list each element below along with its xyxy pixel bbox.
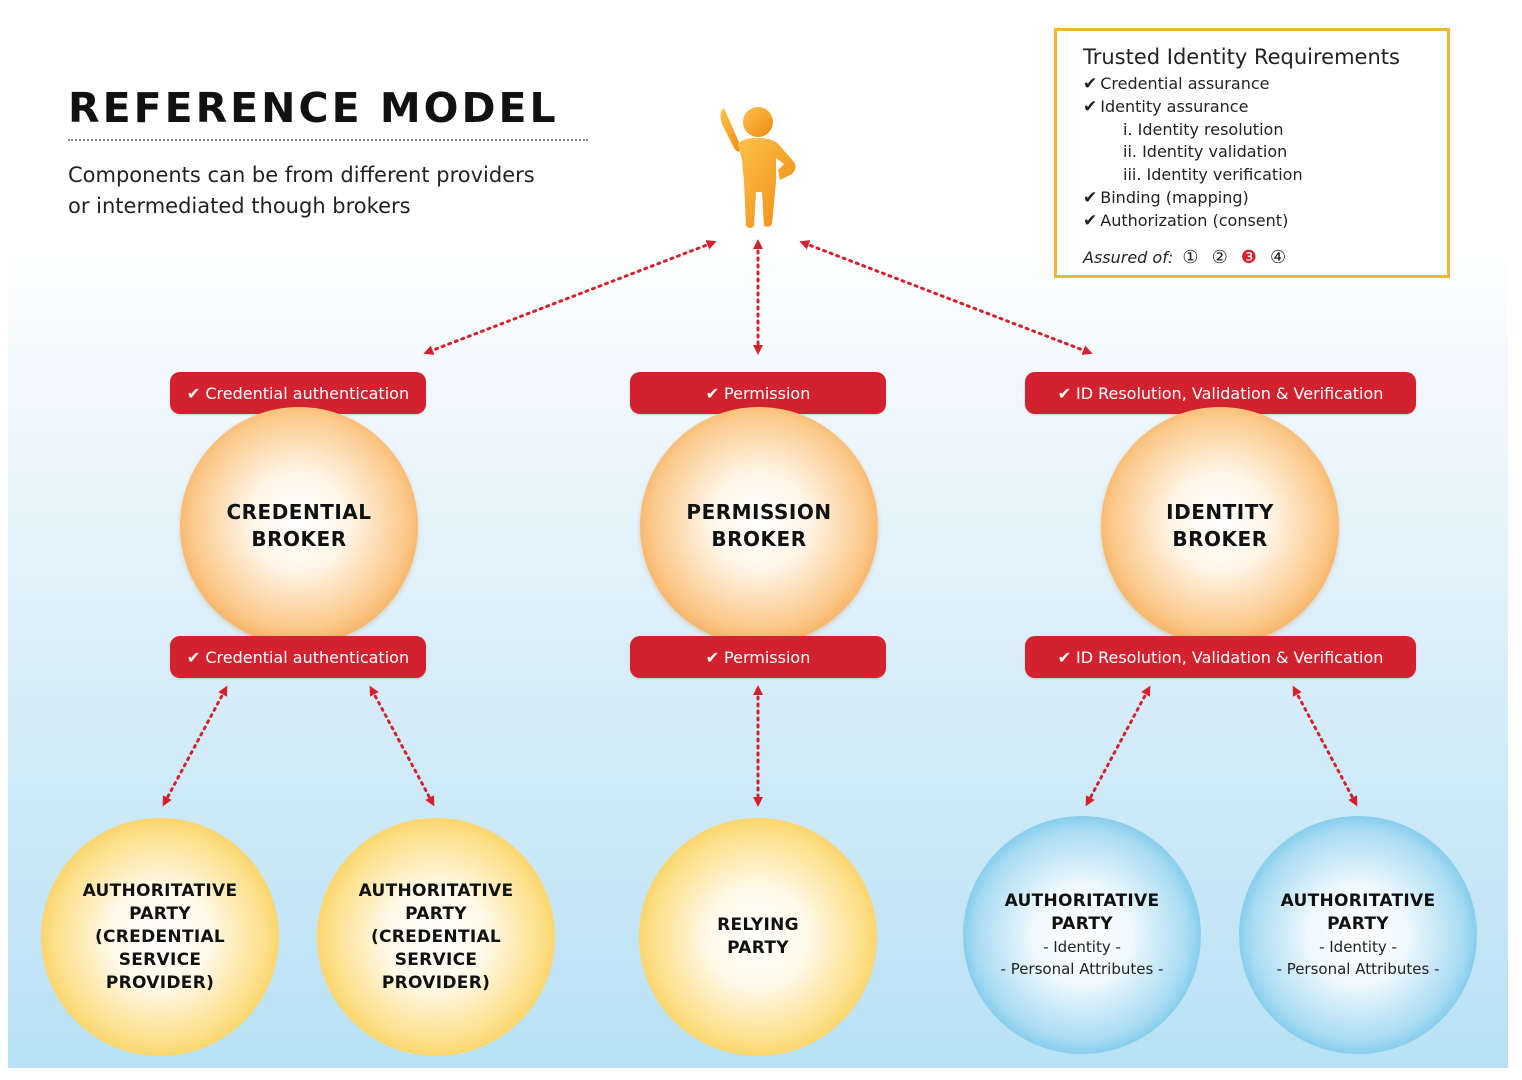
party-label-line-5: PROVIDER) bbox=[105, 972, 215, 993]
party-label-line-3: (CREDENTIAL bbox=[94, 926, 226, 947]
party-label-line-2: PARTY bbox=[129, 903, 191, 924]
subtitle-line-1: Components can be from different provide… bbox=[68, 163, 535, 187]
authoritative-party-identity-2: AUTHORITATIVE PARTY - Identity - - Perso… bbox=[1239, 816, 1477, 1054]
broker-label-line-1: CREDENTIAL bbox=[226, 500, 372, 524]
authoritative-party-identity-1: AUTHORITATIVE PARTY - Identity - - Perso… bbox=[963, 816, 1201, 1054]
party-label-line-2: PARTY bbox=[1327, 914, 1389, 934]
check-icon: ✔ bbox=[186, 383, 201, 403]
requirement-sub-validation: ii. Identity validation bbox=[1123, 142, 1288, 162]
pill-label: ID Resolution, Validation & Verification bbox=[1075, 647, 1384, 667]
pill-credential-authentication-top: ✔Credential authentication bbox=[170, 372, 426, 414]
requirements-title: Trusted Identity Requirements bbox=[1083, 45, 1400, 69]
pill-label: Credential authentication bbox=[205, 383, 410, 403]
broker-label-line-2: BROKER bbox=[711, 527, 807, 551]
permission-broker: PERMISSION BROKER bbox=[640, 407, 878, 645]
requirement-sub-resolution: i. Identity resolution bbox=[1123, 119, 1284, 139]
authoritative-party-csp-2: AUTHORITATIVE PARTY (CREDENTIAL SERVICE … bbox=[317, 818, 555, 1056]
user-waving-icon bbox=[720, 107, 796, 228]
subtitle-line-2: or intermediated though brokers bbox=[68, 194, 411, 218]
requirement-credential-assurance: ✔Credential assurance bbox=[1083, 73, 1447, 96]
page-title: REFERENCE MODEL bbox=[68, 84, 559, 132]
subtitle: Components can be from different provide… bbox=[68, 160, 608, 222]
assured-label: Assured of: bbox=[1083, 247, 1174, 267]
requirement-label: Identity assurance bbox=[1100, 96, 1249, 116]
requirement-authorization: ✔Authorization (consent) bbox=[1083, 210, 1447, 233]
pill-permission-bottom: ✔Permission bbox=[630, 636, 886, 678]
pill-credential-authentication-bottom: ✔Credential authentication bbox=[170, 636, 426, 678]
party-sub-line-2: - Personal Attributes - bbox=[1000, 960, 1164, 978]
relying-party: RELYING PARTY bbox=[639, 818, 877, 1056]
pill-label: Permission bbox=[724, 647, 811, 667]
pill-label: ID Resolution, Validation & Verification bbox=[1075, 383, 1384, 403]
level-1-icon: ① bbox=[1182, 246, 1199, 268]
level-4-icon: ④ bbox=[1270, 246, 1287, 268]
check-icon: ✔ bbox=[1057, 383, 1071, 403]
check-icon: ✔ bbox=[705, 647, 720, 667]
credential-broker: CREDENTIAL BROKER bbox=[180, 407, 418, 645]
pill-permission-top: ✔Permission bbox=[630, 372, 886, 414]
broker-label-line-1: IDENTITY bbox=[1166, 500, 1274, 524]
check-icon: ✔ bbox=[1083, 210, 1098, 231]
check-icon: ✔ bbox=[705, 383, 720, 403]
party-label-line-2: PARTY bbox=[727, 938, 789, 958]
party-label-line-5: PROVIDER) bbox=[381, 972, 491, 993]
party-label-line-3: (CREDENTIAL bbox=[370, 926, 502, 947]
party-label-line-1: AUTHORITATIVE bbox=[358, 880, 514, 901]
party-label-line-1: AUTHORITATIVE bbox=[82, 880, 238, 901]
title-divider bbox=[68, 139, 588, 141]
check-icon: ✔ bbox=[1083, 74, 1098, 94]
party-label-line-1: AUTHORITATIVE bbox=[1004, 891, 1160, 911]
authoritative-party-csp-1: AUTHORITATIVE PARTY (CREDENTIAL SERVICE … bbox=[41, 818, 279, 1056]
party-label-line-2: PARTY bbox=[405, 903, 467, 924]
broker-label-line-2: BROKER bbox=[251, 527, 347, 551]
requirement-identity-assurance: ✔Identity assurance bbox=[1083, 96, 1447, 119]
check-icon: ✔ bbox=[1057, 647, 1071, 667]
pill-id-resolution-bottom: ✔ID Resolution, Validation & Verificatio… bbox=[1025, 636, 1416, 678]
check-icon: ✔ bbox=[1083, 187, 1098, 208]
level-3-icon: ❸ bbox=[1240, 246, 1257, 268]
party-sub-line-1: - Identity - bbox=[1043, 938, 1121, 956]
party-sub-line-1: - Identity - bbox=[1319, 938, 1397, 956]
party-label-line-4: SERVICE bbox=[118, 949, 202, 970]
identity-broker: IDENTITY BROKER bbox=[1101, 407, 1339, 645]
level-2-icon: ② bbox=[1211, 246, 1228, 268]
requirement-label: Authorization (consent) bbox=[1100, 210, 1289, 230]
party-sub-line-2: - Personal Attributes - bbox=[1276, 960, 1440, 978]
party-label-line-1: RELYING bbox=[717, 915, 799, 935]
pill-label: Permission bbox=[724, 383, 811, 403]
requirement-binding: ✔Binding (mapping) bbox=[1083, 187, 1447, 210]
requirement-label: Binding (mapping) bbox=[1100, 187, 1249, 207]
party-label-line-1: AUTHORITATIVE bbox=[1280, 891, 1436, 911]
check-icon: ✔ bbox=[186, 647, 201, 667]
broker-label-line-1: PERMISSION bbox=[686, 500, 832, 524]
requirements-box: Trusted Identity Requirements ✔Credentia… bbox=[1054, 28, 1450, 278]
party-label-line-4: SERVICE bbox=[394, 949, 478, 970]
pill-label: Credential authentication bbox=[205, 647, 410, 667]
check-icon: ✔ bbox=[1083, 96, 1098, 117]
assurance-levels: Assured of: ① ② ❸ ④ bbox=[1083, 247, 1447, 268]
broker-label-line-2: BROKER bbox=[1172, 527, 1268, 551]
requirement-label: Credential assurance bbox=[1100, 74, 1270, 93]
party-label-line-2: PARTY bbox=[1051, 914, 1113, 934]
requirement-sub-verification: iii. Identity verification bbox=[1123, 165, 1303, 185]
